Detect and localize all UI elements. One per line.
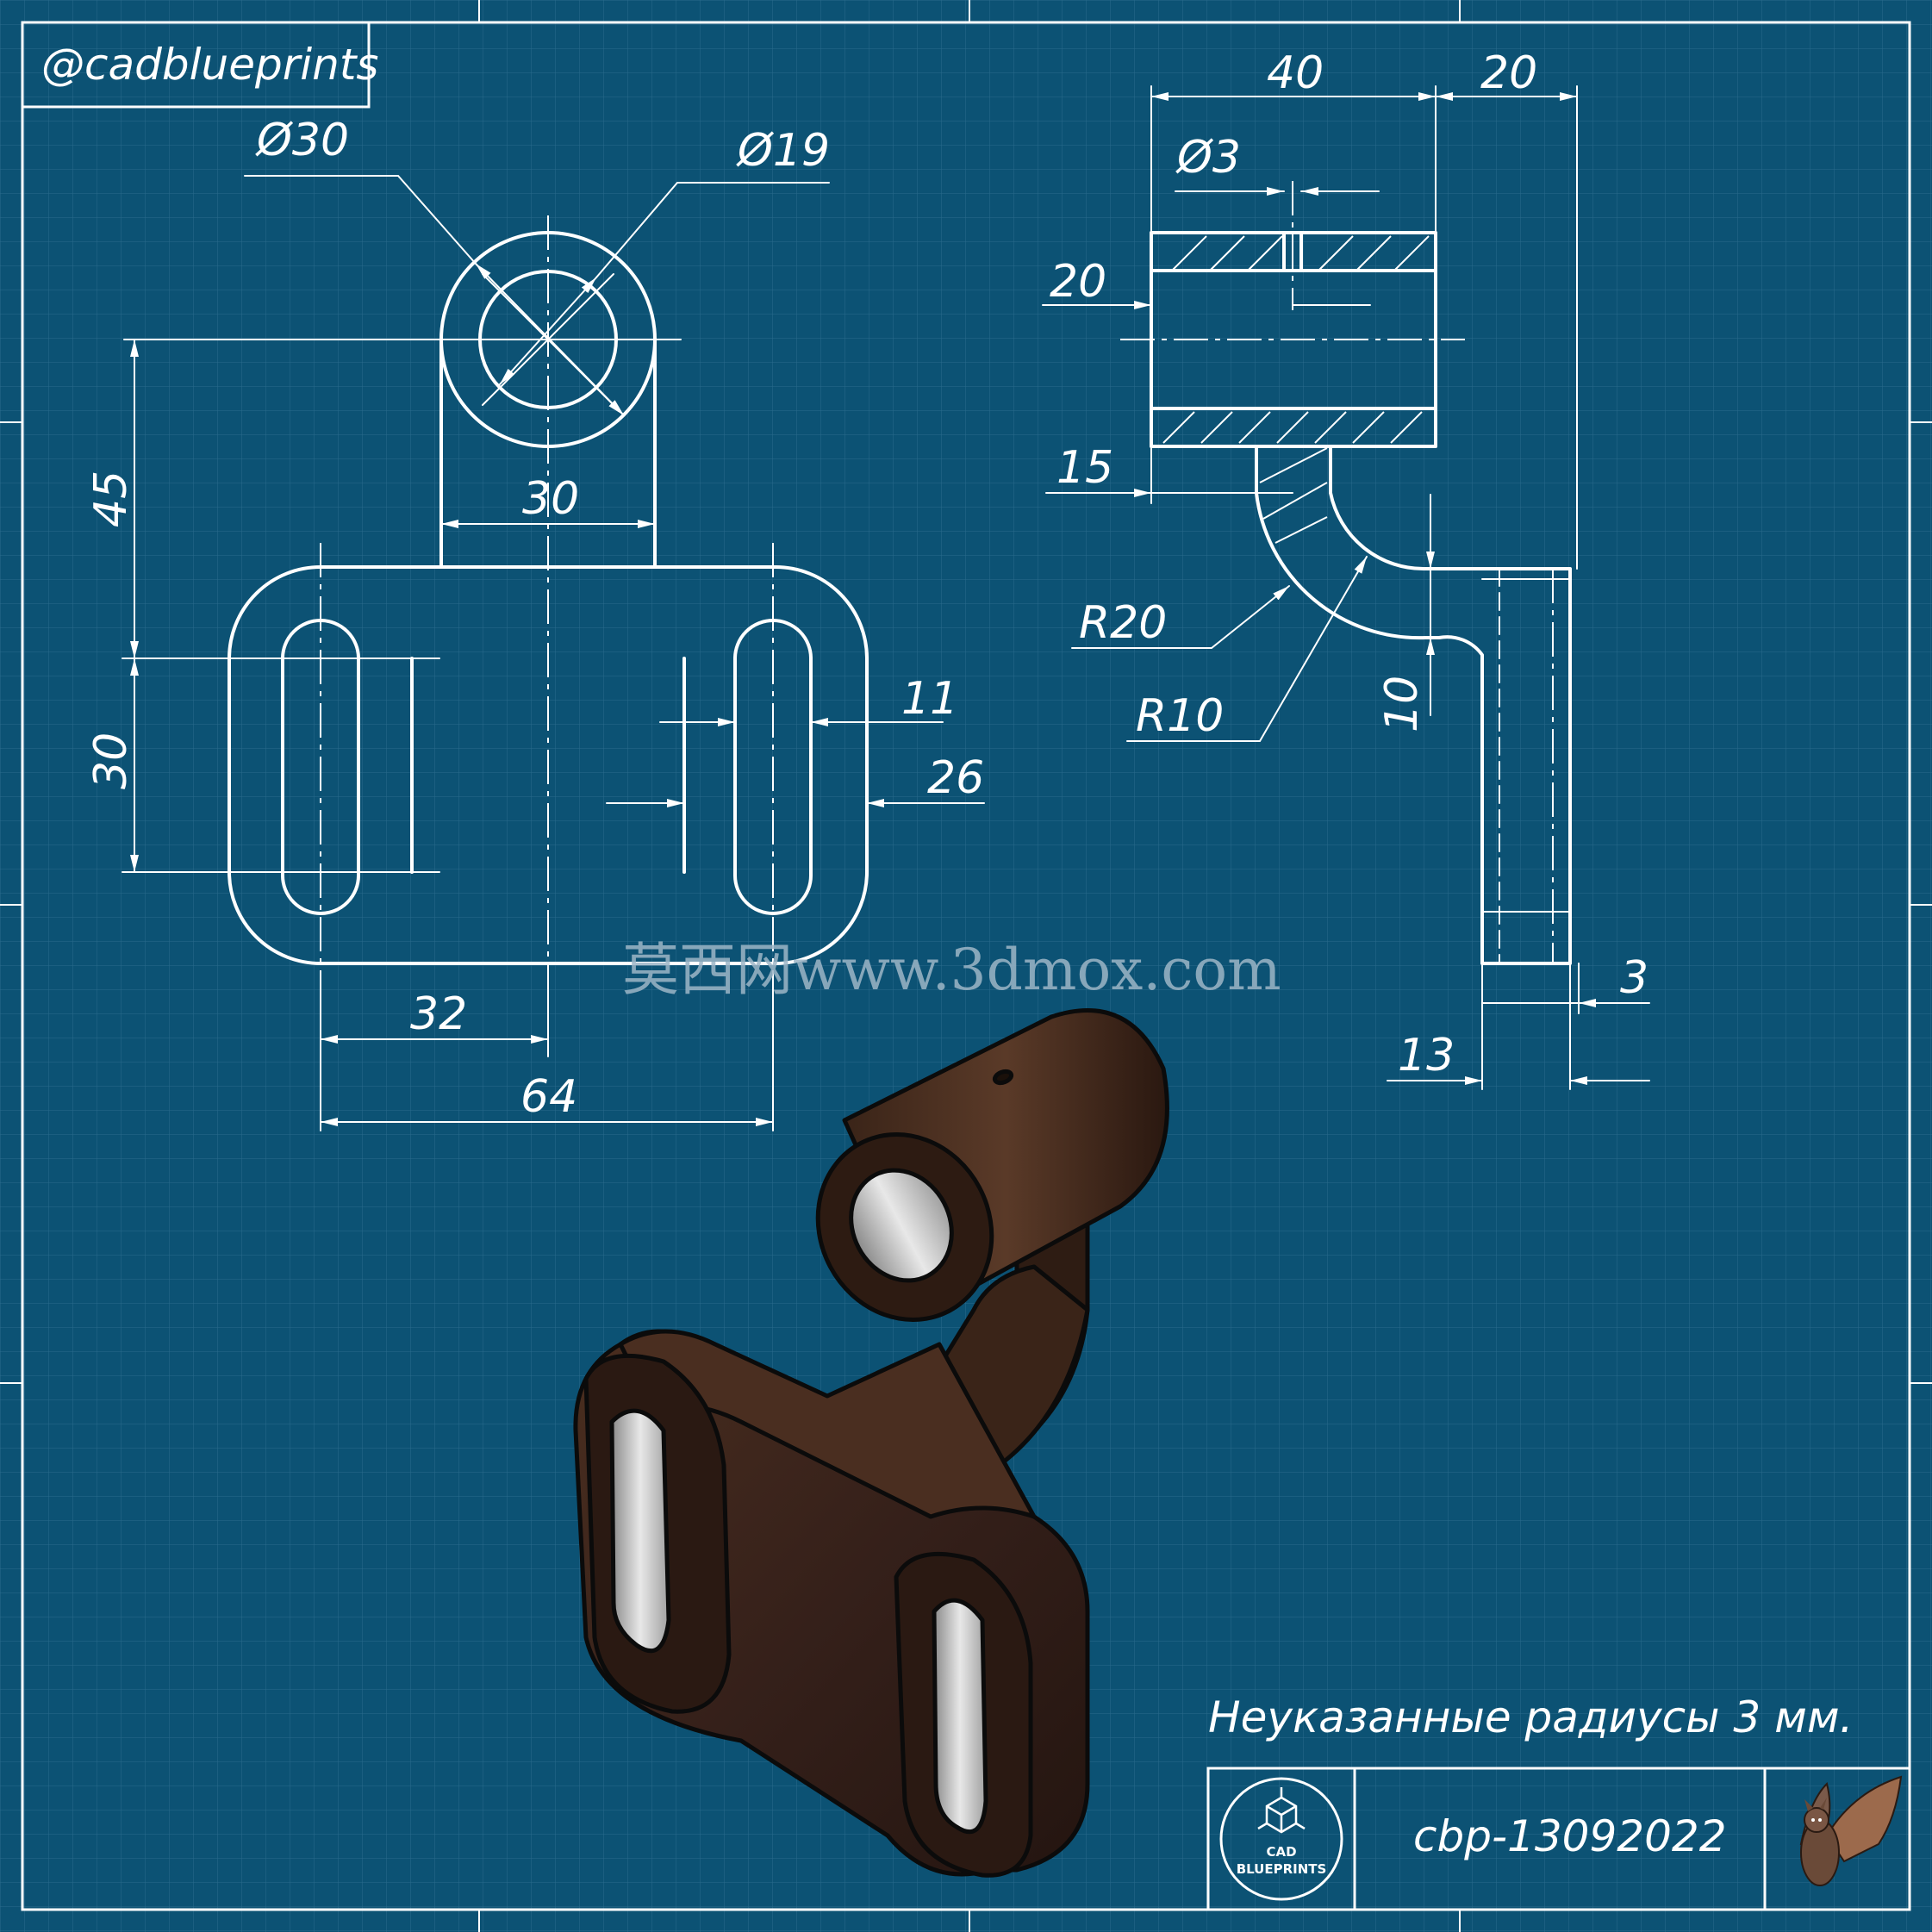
bat-icon [1799,1775,1903,1886]
unspecified-radii-note: Неуказанные радиусы 3 мм. [1208,1692,1853,1742]
dim-20-wall: 20 [1050,256,1106,308]
dim-phi19: Ø19 [736,125,830,177]
isometric-model [573,1008,1169,1878]
dim-10: 10 [1376,676,1428,732]
dim-30-vertical: 30 [85,732,137,789]
dim-32: 32 [410,988,467,1040]
dim-r20: R20 [1079,597,1167,649]
cube-axes-icon [1257,1787,1306,1834]
dim-r10: R10 [1136,690,1224,742]
dim-3: 3 [1620,952,1648,1004]
dim-20-top: 20 [1480,47,1537,99]
drawing-code: cbp-13092022 [1413,1811,1727,1861]
dim-40: 40 [1267,47,1324,99]
dim-phi3: Ø3 [1175,132,1241,184]
watermark: 莫西网www.3dmox.com [622,937,1281,1003]
dim-phi30: Ø30 [255,115,349,166]
plate-outline [227,565,869,965]
side-view: 40 20 Ø3 20 15 R20 R10 10 3 [1042,47,1650,1090]
dim-15: 15 [1056,442,1113,494]
dim-26: 26 [927,752,984,804]
brand-handle: @cadblueprints [41,40,378,90]
logo-text-blueprints: BLUEPRINTS [1237,1861,1327,1877]
dim-neck-30: 30 [522,473,579,525]
dim-64: 64 [520,1071,577,1123]
cad-blueprints-logo: CAD BLUEPRINTS [1219,1777,1343,1901]
front-view: Ø30 Ø19 45 30 30 32 64 11 26 [85,115,985,1131]
brand-box: @cadblueprints [22,22,378,109]
title-block: CAD BLUEPRINTS cbp-13092022 [1206,1767,1910,1910]
dim-13: 13 [1398,1030,1455,1081]
side-profile [1150,407,1572,965]
dim-45: 45 [85,471,137,527]
dim-11: 11 [901,673,958,725]
logo-text-cad: CAD [1266,1844,1296,1860]
